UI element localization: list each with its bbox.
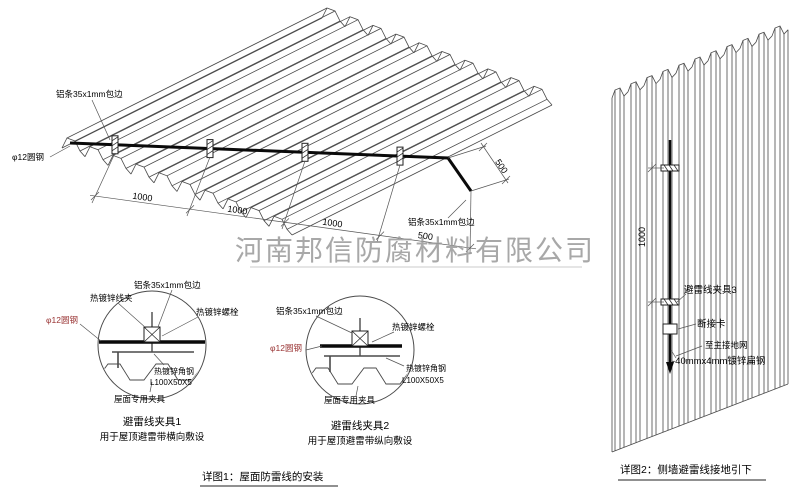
detail2-fixture-label: 屋面专用夹具 xyxy=(324,395,376,405)
detail2-angle-label-2: L100X50X5 xyxy=(402,376,444,385)
corrugation-rib xyxy=(176,51,461,201)
caption-detail2-text: 详图2：侧墙避雷线接地引下 xyxy=(620,463,752,476)
corrugation-rib xyxy=(130,33,415,184)
dim-500: 500 xyxy=(417,230,433,242)
wall-corrugation xyxy=(771,25,789,390)
detail2-angle-label-1: 热镀锌角钢 xyxy=(406,363,446,373)
detail2-leaders xyxy=(305,315,405,397)
wire-clamp-mark xyxy=(396,146,404,166)
corrugation-rib xyxy=(222,68,507,219)
dim-1000-b: 1000 xyxy=(227,204,248,217)
wall-corrugation xyxy=(675,62,693,427)
wall-dimension-lines xyxy=(647,162,664,308)
detail-circle-2: 铝条35x1mm包边 热镀锌螺栓 φ12圆钢 热镀锌角钢 L100X50X5 屋… xyxy=(270,295,446,447)
wall-to-ground-label: 至主接地网 xyxy=(705,340,748,350)
detail2-rod-label: φ12圆钢 xyxy=(270,343,302,353)
detail1-leaders xyxy=(79,289,199,393)
wall-corrugation xyxy=(723,44,741,408)
detail1-fixture-label: 屋面专用夹具 xyxy=(114,394,166,404)
corrugation-rib xyxy=(84,16,369,166)
wall-clamp3-label: 避雷线夹具3 xyxy=(684,284,737,296)
roof-sheet xyxy=(61,7,553,236)
dim-1000-c: 1000 xyxy=(322,217,343,230)
detail-circle-1: 热镀锌线夹 铝条35x1mm包边 热镀锌螺栓 φ12圆钢 热镀锌角钢 L100X… xyxy=(46,280,239,443)
detail1-angle-label-1: 热镀锌角钢 xyxy=(154,366,194,376)
detail2-strip-label: 铝条35x1mm包边 xyxy=(276,306,343,316)
detail1-title: 避雷线夹具1 xyxy=(123,415,181,428)
down-conductor-group xyxy=(660,140,680,374)
company-watermark: 河南邦信防腐材料有限公司 xyxy=(235,235,595,268)
detail1-wire-clamp-label: 热镀锌线夹 xyxy=(90,293,133,303)
wall-annotation-leaders xyxy=(670,293,703,359)
wall-corrugation xyxy=(659,69,677,433)
caption-detail2: 详图2：侧墙避雷线接地引下 xyxy=(618,463,766,481)
wall-dim-1000: 1000 xyxy=(637,227,647,247)
detail1-circle-outline xyxy=(97,290,207,400)
corrugation-rib xyxy=(107,24,392,175)
wall-corrugation xyxy=(755,31,773,396)
wire-clamp-mark xyxy=(301,142,309,162)
detail1-strip-label: 铝条35x1mm包边 xyxy=(134,280,201,290)
corrugation-rib xyxy=(268,85,553,236)
dim-1000-a: 1000 xyxy=(132,191,153,204)
roof-annotation-leaders xyxy=(49,99,467,219)
roof-dimension-labels: 1000 1000 1000 500 500 xyxy=(132,157,510,242)
caption-detail1-text: 详图1：屋面防雷线的安装 xyxy=(202,470,324,483)
roof-strip-label-bottom: 铝条35x1mm包边 xyxy=(408,217,475,227)
wall-flat-steel-label: -40mmx4mm镀锌扁钢 xyxy=(672,355,765,367)
corrugation-rib xyxy=(153,42,438,192)
watermark-text: 河南邦信防腐材料有限公司 xyxy=(235,235,595,267)
detail1-subtitle: 用于屋顶避雷带横向敷设 xyxy=(100,431,205,443)
ground-arrow xyxy=(666,362,674,374)
dim-500-right: 500 xyxy=(493,157,510,175)
caption-detail1: 详图1：屋面防雷线的安装 xyxy=(200,470,338,487)
detail1-bolt-label: 热镀锌螺栓 xyxy=(196,307,239,317)
wall-panel xyxy=(611,25,789,453)
detail1-angle-label-2: L100X50X5 xyxy=(150,378,192,387)
roof-strip-label-top: 铝条35x1mm包边 xyxy=(56,89,123,99)
detail1-rod-label: φ12圆钢 xyxy=(46,315,78,325)
wall-corrugation xyxy=(627,81,645,446)
detail2-subtitle: 用于屋顶避雷带纵向敷设 xyxy=(308,435,413,447)
wall-disconnect-label: 断接卡 xyxy=(697,318,726,330)
wire-clamp-mark xyxy=(111,135,119,155)
wire-clamp-mark xyxy=(206,139,214,159)
corrugation-rib xyxy=(199,59,484,210)
corrugation-rib xyxy=(61,7,346,158)
disconnect-link xyxy=(662,323,678,335)
roof-dimension-lines xyxy=(89,142,511,255)
detail2-bolt-label: 热镀锌螺栓 xyxy=(392,322,435,332)
roof-rod-label: φ12圆钢 xyxy=(12,152,44,162)
detail2-title: 避雷线夹具2 xyxy=(331,419,389,432)
wall-corrugation xyxy=(611,87,629,452)
